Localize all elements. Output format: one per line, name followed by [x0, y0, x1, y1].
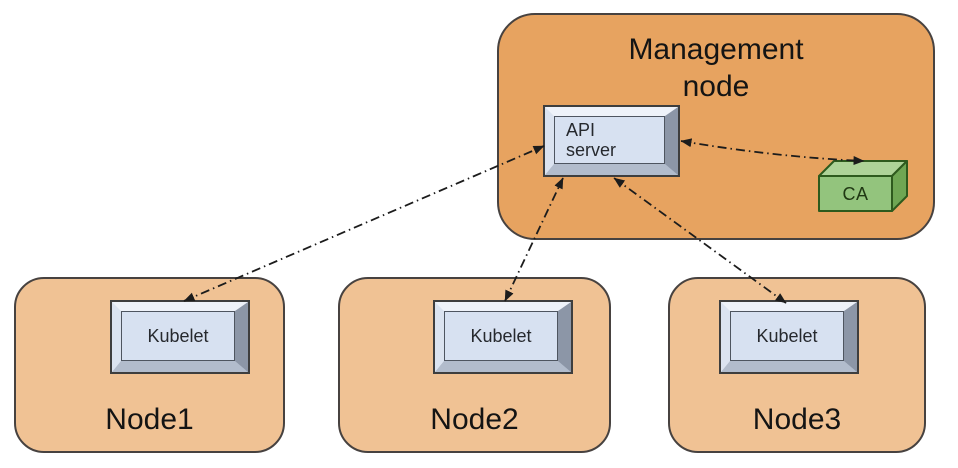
- kubelet2-label: Kubelet: [470, 325, 532, 346]
- kubelet-box-node3: Kubelet: [719, 300, 859, 374]
- management-node-label: Management node: [499, 31, 933, 105]
- ca-label: CA: [842, 184, 868, 204]
- kubelet1-label: Kubelet: [147, 325, 209, 346]
- ca-box-front-face: [818, 175, 893, 212]
- kubelet3-label: Kubelet: [756, 325, 818, 346]
- api-server-label-line1: API: [566, 120, 596, 140]
- node1-label: Node1: [105, 403, 194, 436]
- api-server-box: API server: [543, 105, 680, 177]
- management-node-label-line1: Management: [628, 33, 804, 66]
- node3-label: Node3: [752, 403, 842, 436]
- management-node-label-line2: node: [682, 70, 750, 103]
- kubelet-box-node1: Kubelet: [110, 300, 250, 374]
- ca-box: CA: [818, 160, 908, 212]
- node2-label: Node2: [430, 403, 519, 436]
- kubelet-box-node2: Kubelet: [433, 300, 573, 374]
- api-server-label-line2: server: [566, 140, 617, 160]
